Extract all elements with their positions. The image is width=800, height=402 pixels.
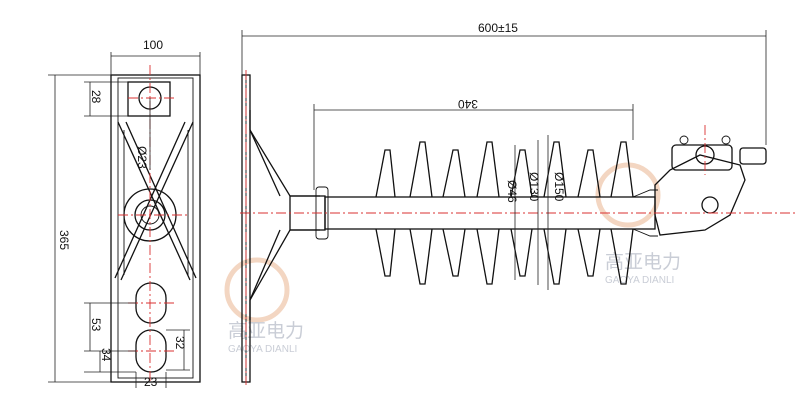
dim-slot-side: 32 bbox=[173, 336, 187, 350]
side-dimensions: 600±15 340 Ø46 Ø130 Ø150 bbox=[241, 21, 767, 290]
watermark-cn-2: 高亚电力 bbox=[605, 251, 681, 273]
watermark-en: GAOYA DIANLI bbox=[228, 344, 297, 355]
dim-overall-length: 600±15 bbox=[478, 21, 518, 35]
dim-dia-large: Ø150 bbox=[552, 172, 566, 202]
watermark-en-2: GAOYA DIANLI bbox=[605, 275, 674, 286]
front-view bbox=[110, 65, 201, 383]
sheds bbox=[375, 141, 658, 285]
dim-shed-span: 340 bbox=[458, 97, 478, 111]
dim-dia-small: Ø46 bbox=[505, 180, 519, 203]
watermark-cn: 高亚电力 bbox=[228, 320, 304, 342]
dim-front-width: 100 bbox=[143, 38, 163, 52]
dim-hole-dia: Ø23 bbox=[135, 146, 149, 169]
front-dimensions: 100 365 28 Ø23 53 34 32 23 bbox=[48, 38, 201, 389]
dim-slot-height: 34 bbox=[99, 348, 113, 362]
side-view bbox=[240, 70, 795, 385]
watermark-left: 高亚电力 GAOYA DIANLI bbox=[224, 257, 304, 355]
dim-front-height: 365 bbox=[57, 230, 71, 250]
dim-slot-width: 23 bbox=[144, 375, 158, 389]
dim-dia-mid: Ø130 bbox=[527, 172, 541, 202]
watermark-right: 高亚电力 GAOYA DIANLI bbox=[595, 162, 681, 286]
dim-slot-pitch: 53 bbox=[89, 318, 103, 332]
dim-hole-top: 28 bbox=[89, 90, 103, 104]
